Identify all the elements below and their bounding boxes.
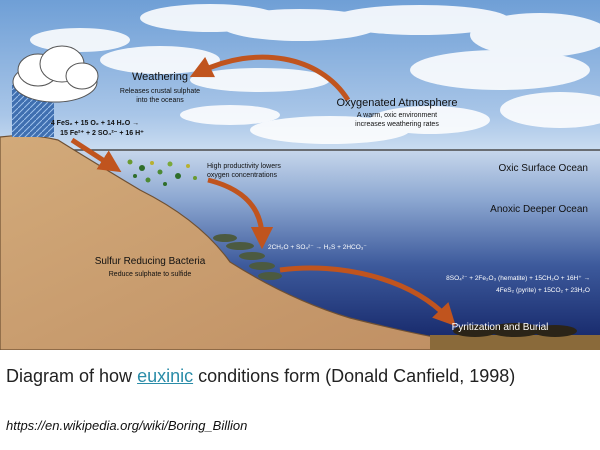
caption-after: conditions form (Donald Canfield, 1998) — [193, 366, 516, 386]
arrow-bacteria-to-burial — [279, 265, 456, 327]
bacteria-sub: Reduce sulphate to sulfide — [109, 271, 192, 278]
anoxic-deeper-ocean-label: Anoxic Deeper Ocean — [490, 204, 588, 215]
caption: Diagram of how euxinic conditions form (… — [6, 366, 515, 387]
weathering-sub2: into the oceans — [136, 97, 184, 104]
caption-before: Diagram of how — [6, 366, 138, 386]
land — [0, 134, 441, 350]
euxinic-link[interactable]: euxinic — [137, 366, 194, 386]
sky-clouds — [30, 4, 600, 144]
reaction1-line2: 15 Fe²⁺ + 2 SO₄²⁻ + 16 H⁺ — [60, 130, 144, 137]
reaction3-line2: 4FeS₂ (pyrite) + 15CO₂ + 23H₂O — [496, 287, 590, 294]
arrow-runoff-to-ocean — [70, 137, 122, 173]
atmosphere-sub2: increases weathering rates — [355, 121, 439, 128]
rain-cloud — [12, 45, 99, 103]
productivity-line1: High productivity lowers — [207, 163, 281, 170]
atmosphere-sub1: A warm, oxic environment — [357, 112, 437, 119]
weathering-title: Weathering — [132, 71, 188, 83]
reaction3-line1: 8SO₄²⁻ + 2Fe₂O₃ (hematite) + 15CH₂O + 16… — [446, 275, 590, 282]
source-url: https://en.wikipedia.org/wiki/Boring_Bil… — [6, 418, 248, 433]
oxic-surface-ocean-label: Oxic Surface Ocean — [499, 163, 588, 174]
pyrite-deposit — [453, 323, 577, 337]
euxinic-conditions-diagram: Weathering Releases crustal sulphate int… — [0, 0, 600, 350]
reaction2: 2CH₂O + SO₄²⁻ → H₂S + 2HCO₃⁻ — [268, 244, 367, 251]
atmosphere-title: Oxygenated Atmosphere — [336, 97, 457, 109]
pyritization-burial-label: Pyritization and Burial — [452, 322, 549, 333]
bacteria-title: Sulfur Reducing Bacteria — [95, 256, 206, 267]
seafloor-sediment — [430, 335, 600, 350]
weathering-sub1: Releases crustal sulphate — [120, 88, 200, 95]
bacteria-mat — [213, 234, 282, 280]
productivity-line2: oxygen concentrations — [207, 172, 278, 179]
reaction1-line1: 4 FeS₂ + 15 O₂ + 14 H₂O → — [51, 120, 139, 127]
arrow-atmosphere-to-weathering — [189, 54, 351, 102]
plankton-cluster — [127, 159, 197, 186]
arrow-productivity-to-bacteria — [207, 177, 274, 250]
